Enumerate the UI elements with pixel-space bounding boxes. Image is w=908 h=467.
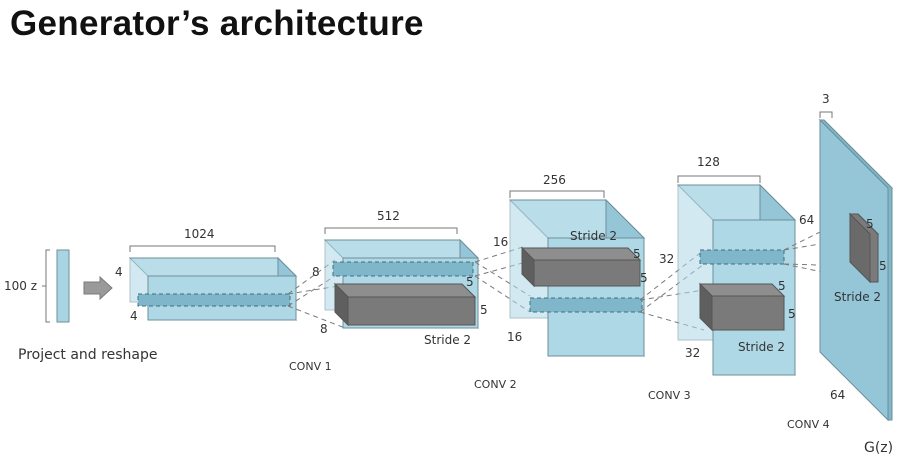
conv4-kernel-1: 5 [866, 217, 874, 231]
brace-256 [509, 190, 605, 198]
width-label-3: 3 [822, 92, 830, 106]
conv3-h-bottom: 32 [685, 346, 700, 360]
conv2-stride: Stride 2 [570, 229, 617, 243]
conv2-name: CONV 2 [474, 378, 517, 391]
conv2-kernel-1: 5 [633, 247, 641, 261]
conv4-h-top: 64 [799, 213, 814, 227]
conv2-kernel-2: 5 [640, 271, 648, 285]
conv3-stride: Stride 2 [738, 340, 785, 354]
conv2-h-bottom: 16 [507, 330, 522, 344]
block-conv1 [323, 238, 480, 330]
block-conv4 [818, 118, 894, 422]
conv3-h-top: 32 [659, 252, 674, 266]
conv4-stride: Stride 2 [834, 290, 881, 304]
block-conv2 [508, 198, 646, 358]
block-1024 [128, 256, 298, 322]
conv1-h-bottom: 8 [320, 322, 328, 336]
input-label: 100 z [4, 279, 37, 293]
conv1-kernel-1: 5 [466, 275, 474, 289]
brace-1024 [129, 245, 276, 252]
right-arrow-icon [83, 275, 113, 301]
conv4-kernel-2: 5 [879, 259, 887, 273]
conv4-h-bottom: 64 [830, 388, 845, 402]
conv2-h-top: 16 [493, 235, 508, 249]
project-reshape-caption: Project and reshape [18, 347, 157, 363]
width-label-512: 512 [377, 209, 400, 223]
conv1-kernel-2: 5 [480, 303, 488, 317]
conv1-h-top: 8 [312, 265, 320, 279]
conv1-name: CONV 1 [289, 360, 332, 373]
width-label-1024: 1024 [184, 227, 215, 241]
brace-3 [819, 111, 833, 118]
conv3-kernel-2: 5 [788, 307, 796, 321]
conv3-kernel-1: 5 [778, 279, 786, 293]
block-conv3 [676, 183, 797, 377]
page-title: Generator’s architecture [10, 4, 424, 43]
brace-128 [677, 175, 761, 183]
conv3-name: CONV 3 [648, 389, 691, 402]
width-label-128: 128 [697, 155, 720, 169]
output-label: G(z) [864, 440, 893, 456]
width-label-256: 256 [543, 173, 566, 187]
brace-512 [324, 227, 458, 234]
block0-h-bottom: 4 [130, 309, 138, 323]
block0-h-top: 4 [115, 265, 123, 279]
conv4-name: CONV 4 [787, 418, 830, 431]
input-z-vector [42, 249, 70, 323]
conv1-stride: Stride 2 [424, 333, 471, 347]
